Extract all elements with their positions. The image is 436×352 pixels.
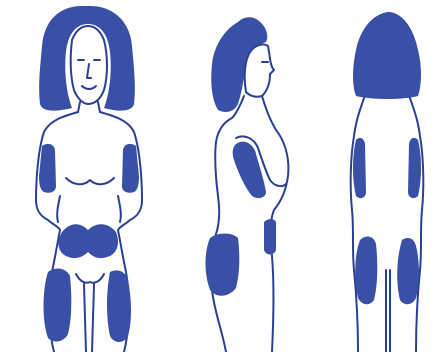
back-upper-arm-right-zone xyxy=(408,138,421,198)
front-abdomen-zone xyxy=(59,224,118,258)
front-legs xyxy=(76,274,104,352)
side-face xyxy=(245,44,274,96)
side-view-figure xyxy=(206,17,289,352)
back-body xyxy=(351,98,424,352)
front-chest xyxy=(66,178,114,184)
side-body xyxy=(211,96,288,352)
back-upper-arm-left-zone xyxy=(353,138,366,198)
front-thigh-left-zone xyxy=(44,269,72,342)
front-arms-inner xyxy=(57,196,121,222)
front-view-figure xyxy=(36,6,142,352)
side-buttock-zone xyxy=(206,234,240,296)
side-upper-arm-zone xyxy=(233,142,266,198)
front-upper-arm-left-zone xyxy=(39,144,56,193)
back-hair xyxy=(353,12,421,99)
back-thigh-right-zone xyxy=(397,238,419,304)
side-thigh-zone xyxy=(264,219,276,255)
back-view-figure xyxy=(351,12,424,352)
back-thigh-left-zone xyxy=(355,237,377,305)
front-upper-arm-right-zone xyxy=(122,144,139,193)
front-thigh-right-zone xyxy=(107,270,131,342)
